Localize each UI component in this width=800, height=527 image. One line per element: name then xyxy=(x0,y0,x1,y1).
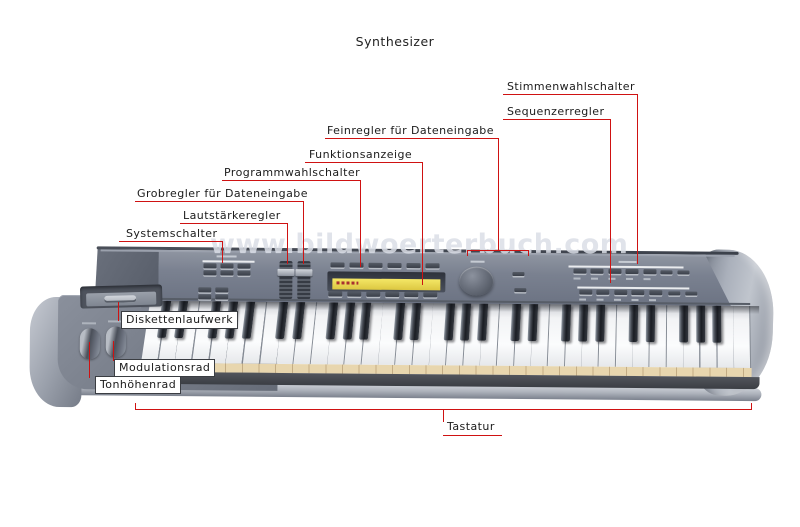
callout-line xyxy=(325,138,499,139)
label-coarse-data-entry: Grobregler für Dateneingabe xyxy=(137,187,308,200)
label-fine-data-entry: Feinregler für Dateneingabe xyxy=(327,124,494,137)
data-dial xyxy=(459,266,494,296)
decrement-button xyxy=(514,287,527,293)
disk-drive-slot xyxy=(104,295,137,303)
callout-line xyxy=(443,409,444,422)
data-slider-handle xyxy=(295,269,313,277)
callout-line xyxy=(637,94,638,264)
increment-button xyxy=(512,271,525,277)
voice-button xyxy=(625,268,639,275)
program-select-button xyxy=(330,262,345,268)
system-button xyxy=(220,263,234,269)
keyboard-bracket-tick xyxy=(751,403,752,410)
label-system-buttons: Systemschalter xyxy=(126,227,218,240)
callout-line xyxy=(360,180,361,267)
volume-slider-handle xyxy=(277,268,295,277)
callout-line xyxy=(467,250,468,256)
voice-button xyxy=(660,270,673,275)
white-key xyxy=(733,305,752,369)
lcd-text-marks xyxy=(336,281,359,285)
callout-line xyxy=(305,162,423,163)
voice-button xyxy=(643,269,657,275)
callout-line xyxy=(222,241,223,263)
callout-line xyxy=(528,250,529,256)
callout-line xyxy=(503,119,611,120)
watermark-text: www.bildwoerterbuch.com xyxy=(210,229,629,260)
program-select-button xyxy=(425,263,440,269)
function-button xyxy=(404,292,419,298)
system-button xyxy=(203,263,217,269)
callout-line xyxy=(303,201,304,264)
label-sequencer-controls: Sequenzerregler xyxy=(507,105,605,118)
system-button xyxy=(237,270,251,276)
function-button xyxy=(366,291,381,297)
label-pitch-wheel: Tonhöhenrad xyxy=(95,376,182,394)
callout-line xyxy=(135,201,304,202)
label-modulation-wheel: Modulationsrad xyxy=(114,359,216,377)
callout-line xyxy=(222,180,361,181)
panel-button xyxy=(215,287,229,293)
callout-line xyxy=(118,302,119,321)
sequencer-button xyxy=(685,291,698,296)
voice-button xyxy=(573,268,587,274)
function-button xyxy=(347,291,362,297)
callout-line xyxy=(503,94,638,95)
function-button xyxy=(423,292,438,298)
dial-caption xyxy=(470,260,485,263)
sequencer-button xyxy=(668,291,681,296)
system-button xyxy=(237,263,251,269)
callout-line xyxy=(467,250,529,251)
callout-line xyxy=(113,341,114,361)
program-select-button xyxy=(406,263,421,269)
keyboard-bracket-tick xyxy=(135,403,136,410)
sequencer-button xyxy=(579,289,593,295)
panel-button xyxy=(198,294,212,300)
callout-line xyxy=(89,342,90,378)
program-select-button xyxy=(349,262,364,268)
label-disk-drive: Diskettenlaufwerk xyxy=(121,311,239,329)
sequencer-button xyxy=(614,289,628,295)
data-slider-slot xyxy=(297,261,311,300)
label-program-selectors: Programmwahlschalter xyxy=(224,166,361,179)
program-select-button xyxy=(387,262,402,268)
label-keyboard: Tastatur xyxy=(447,420,495,433)
voice-button xyxy=(677,270,690,275)
mod-wheel-caption xyxy=(108,320,123,323)
program-select-button xyxy=(368,262,383,268)
pitch-wheel-caption xyxy=(81,322,97,325)
sequencer-button xyxy=(631,289,645,296)
callout-line xyxy=(610,119,611,283)
system-button xyxy=(203,270,217,276)
panel-button xyxy=(198,287,212,293)
callout-line xyxy=(180,223,288,224)
label-voice-selectors: Stimmenwahlschalter xyxy=(507,80,635,93)
callout-line xyxy=(498,138,499,250)
callout-line xyxy=(443,435,502,436)
function-button xyxy=(328,291,343,297)
callout-line xyxy=(422,162,423,285)
volume-slider-slot xyxy=(279,260,293,300)
page-title: Synthesizer xyxy=(355,34,435,49)
label-function-display: Funktionsanzeige xyxy=(309,148,413,161)
sequencer-button xyxy=(649,290,663,296)
function-button xyxy=(385,291,400,297)
callout-line xyxy=(119,241,223,242)
voice-button xyxy=(590,268,604,274)
modulation-wheel xyxy=(105,326,126,358)
panel-button xyxy=(215,294,229,300)
callout-line xyxy=(287,223,288,264)
voice-caption xyxy=(618,260,637,264)
sequencer-button xyxy=(596,289,610,295)
system-button xyxy=(220,270,234,276)
label-volume-control: Lautstärkeregler xyxy=(183,209,281,222)
